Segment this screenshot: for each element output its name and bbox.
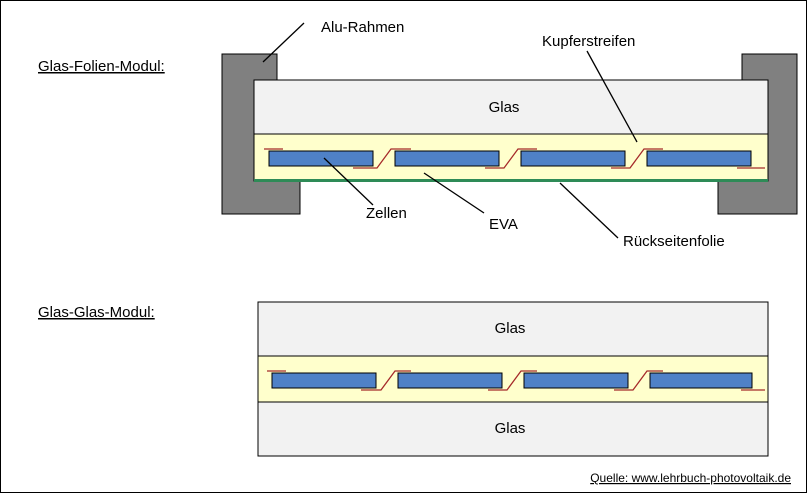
backsheet-foil (254, 179, 768, 182)
alu-frame-leader (262, 22, 305, 63)
eva-leader (423, 172, 485, 214)
rueckseitenfolie-label: Rückseitenfolie (623, 233, 725, 250)
kupferstreifen-label: Kupferstreifen (542, 33, 635, 50)
glas-folien-modul-title: Glas-Folien-Modul: (38, 58, 165, 75)
eva-label: EVA (489, 216, 518, 233)
top-copper-strips (264, 148, 765, 169)
alu-rahmen-label: Alu-Rahmen (321, 19, 404, 36)
top-cell (394, 150, 500, 167)
bottom-cell (397, 372, 503, 389)
top-cell (520, 150, 626, 167)
source-credit: Quelle: www.lehrbuch-photovoltaik.de (590, 471, 791, 485)
bottom-glas-top-label: Glas (495, 320, 526, 337)
bottom-glas-bottom-label: Glas (495, 420, 526, 437)
top-cell (268, 150, 374, 167)
glas-glas-modul-title: Glas-Glas-Modul: (38, 304, 155, 321)
backsheet-leader (559, 182, 619, 239)
top-glas-label: Glas (489, 99, 520, 116)
bottom-glass-bottom-layer (257, 401, 769, 457)
top-cell (646, 150, 752, 167)
copper-leader (586, 50, 638, 143)
bottom-copper-strips (267, 370, 765, 391)
top-glass-layer (253, 79, 769, 135)
bottom-cell (271, 372, 377, 389)
bottom-cell (523, 372, 629, 389)
cells-leader (323, 157, 374, 206)
bottom-cell (649, 372, 753, 389)
zellen-label: Zellen (366, 205, 407, 222)
top-leader-lines (262, 22, 638, 239)
